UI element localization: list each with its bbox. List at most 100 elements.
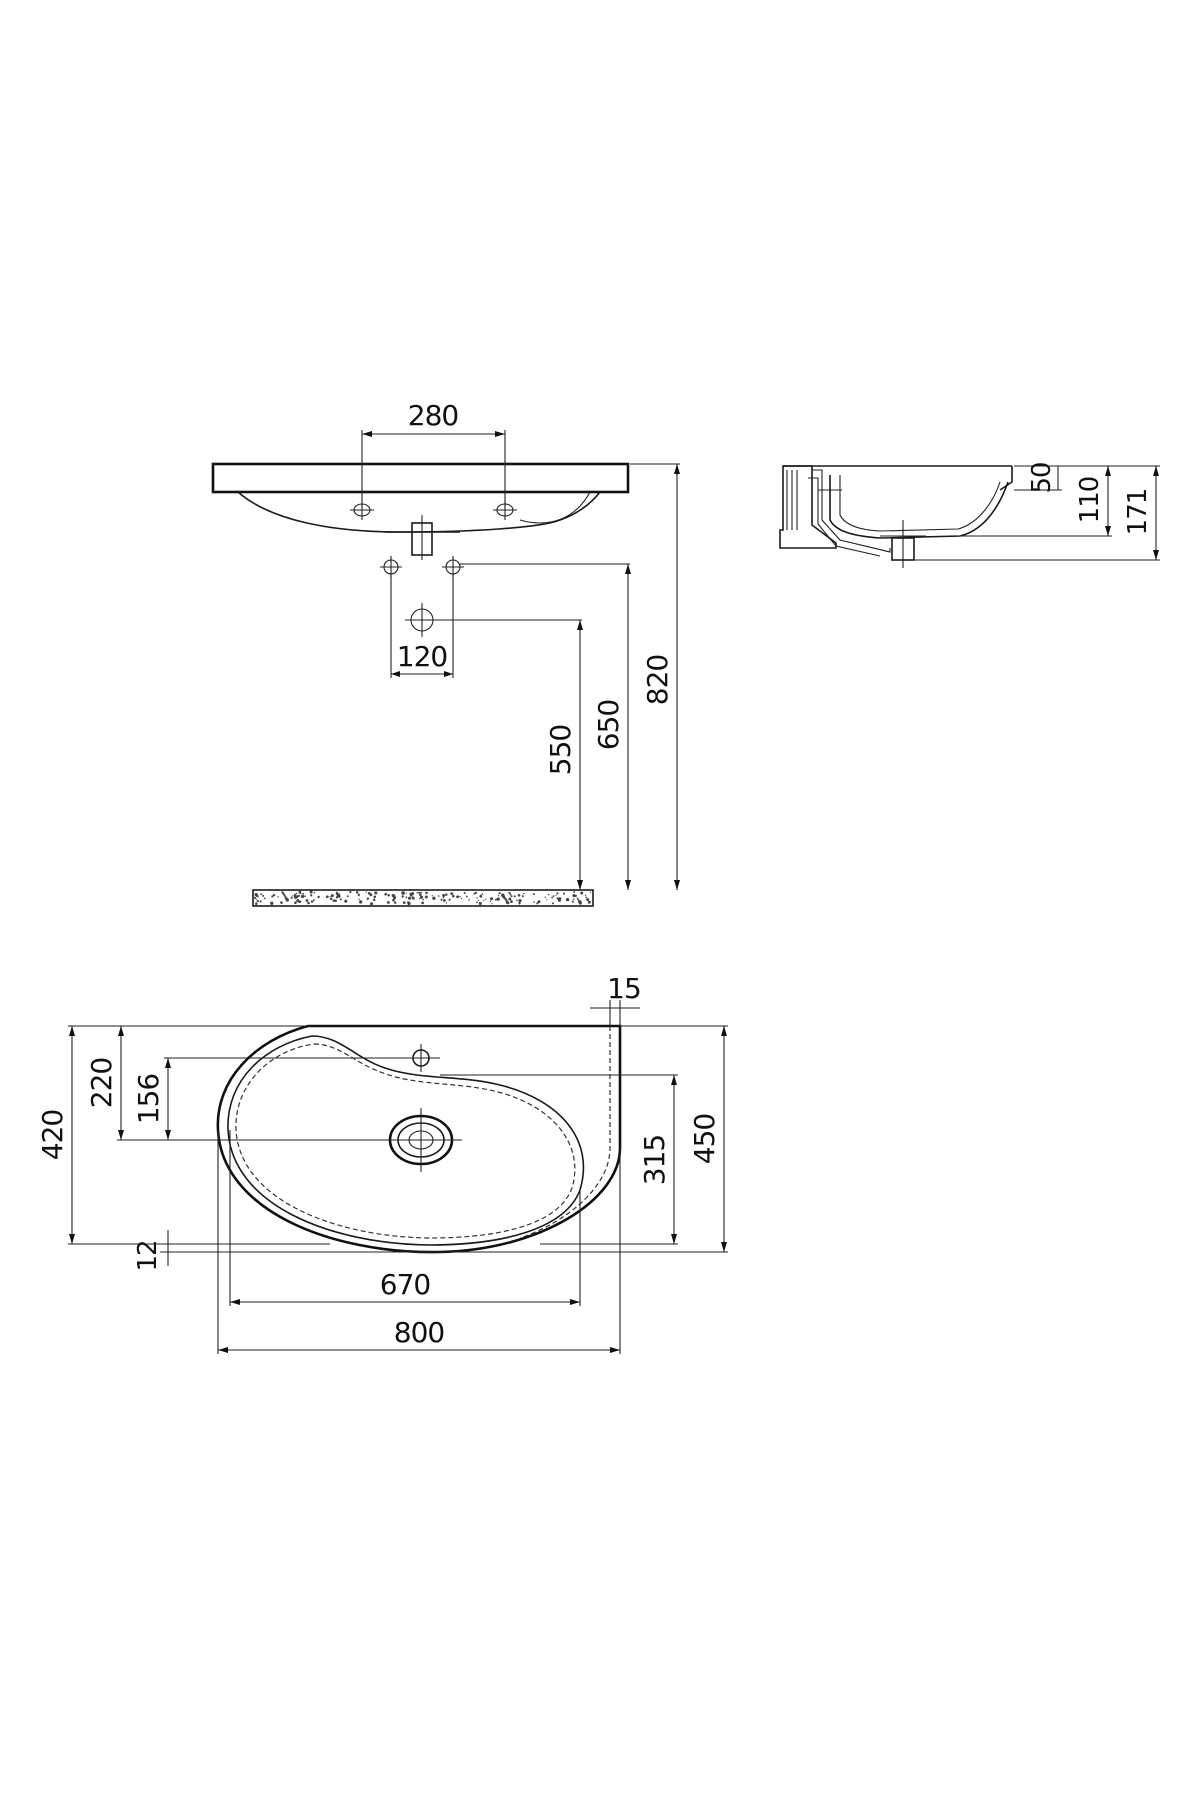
floor-speck xyxy=(271,895,274,898)
floor-speck xyxy=(516,899,518,902)
floor-speck xyxy=(313,892,316,894)
floor-speck xyxy=(304,895,306,898)
front-bowl-inner xyxy=(519,491,591,524)
floor-speck xyxy=(483,899,485,902)
floor-speck xyxy=(312,899,315,902)
floor-speck xyxy=(420,896,424,899)
floor-speck xyxy=(412,897,415,900)
floor-speck xyxy=(557,898,561,902)
dim-171-label: 171 xyxy=(1123,489,1153,536)
floor-speck xyxy=(479,894,483,898)
dim-550-label: 550 xyxy=(544,725,577,775)
floor-speck xyxy=(559,897,562,900)
floor-speck xyxy=(253,896,257,899)
floor-speck xyxy=(473,892,476,895)
floor-speck xyxy=(503,897,506,900)
floor-speck xyxy=(294,901,297,905)
dim-12-label: 12 xyxy=(133,1240,163,1271)
floor-speck xyxy=(335,893,338,895)
dim-450-label: 450 xyxy=(688,1114,721,1164)
floor-speck xyxy=(440,898,443,901)
floor-speck xyxy=(259,900,262,903)
floor-speck xyxy=(255,902,258,905)
floor-speck xyxy=(508,891,511,894)
dim-820: 820 xyxy=(630,463,680,890)
floor-speck xyxy=(374,891,378,895)
dim-450: 450 xyxy=(440,1025,728,1253)
floor-speck xyxy=(537,900,541,904)
floor-speck xyxy=(485,898,487,900)
floor-speck xyxy=(587,899,589,901)
floor-speck xyxy=(442,894,446,897)
floor-speck xyxy=(418,891,421,894)
floor-speck xyxy=(450,892,454,895)
floor-speck xyxy=(577,898,580,901)
floor-speck xyxy=(419,897,421,900)
floor-speck xyxy=(255,898,257,901)
floor-speck xyxy=(536,902,539,905)
floor-speck xyxy=(294,894,297,897)
floor-speck xyxy=(572,894,576,898)
side-overflow xyxy=(812,469,891,553)
floor-hatch xyxy=(252,889,594,907)
floor-speck xyxy=(296,899,300,903)
floor-speck xyxy=(478,899,480,902)
dim-670-label: 670 xyxy=(380,1268,430,1301)
floor-speck xyxy=(310,900,314,903)
floor-speck xyxy=(544,896,546,898)
floor-speck xyxy=(287,899,289,902)
floor-speck xyxy=(300,894,305,899)
floor-speck xyxy=(298,900,302,904)
floor-speck xyxy=(292,895,294,897)
floor-speck xyxy=(573,891,576,893)
floor-speck xyxy=(587,900,591,904)
floor-speck xyxy=(509,893,512,896)
floor-speck xyxy=(565,897,570,902)
floor-speck xyxy=(387,894,390,897)
floor-speck xyxy=(335,896,339,899)
floor-speck xyxy=(498,892,501,895)
fixing-point-left xyxy=(380,556,402,578)
floor-speck xyxy=(508,897,512,901)
floor-speck xyxy=(533,893,535,896)
floor-speck xyxy=(491,903,493,905)
floor-speck xyxy=(300,893,302,895)
floor-speck xyxy=(337,894,341,898)
floor-speck xyxy=(481,893,484,895)
floor-speck xyxy=(298,890,302,894)
floor-speck xyxy=(358,898,360,901)
floor-speck xyxy=(310,894,313,897)
floor-speck xyxy=(419,893,422,897)
dim-50-label: 50 xyxy=(1027,462,1057,493)
floor-speck xyxy=(355,891,359,894)
top-basin-outer xyxy=(216,1024,622,1254)
floor-speck xyxy=(584,894,587,896)
floor-speck xyxy=(456,895,460,899)
floor-speck xyxy=(489,900,492,902)
dim-280: 280 xyxy=(361,399,506,508)
side-rim-right xyxy=(999,466,1013,491)
floor-speck xyxy=(416,892,419,894)
floor-speck xyxy=(346,895,349,898)
floor-speck xyxy=(523,892,525,895)
fixing-point-right xyxy=(442,556,464,578)
floor-speck xyxy=(408,896,412,900)
front-bowl-outline xyxy=(237,491,601,533)
floor-speck xyxy=(521,895,524,898)
floor-speck xyxy=(272,893,276,897)
floor-speck xyxy=(325,895,329,899)
floor-speck xyxy=(405,896,408,899)
floor-speck xyxy=(551,902,555,905)
floor-speck xyxy=(452,894,455,898)
floor-speck xyxy=(425,891,428,895)
top-view: 15 420 220 156 xyxy=(36,972,728,1354)
side-bowl-inner xyxy=(839,475,1001,532)
floor-speck xyxy=(357,893,360,897)
floor-speck xyxy=(330,894,333,897)
dim-650: 650 xyxy=(460,563,631,890)
dim-120: 120 xyxy=(390,575,454,678)
floor-speck xyxy=(339,898,342,901)
dim-650-label: 650 xyxy=(592,700,625,750)
floor-speck xyxy=(421,901,424,905)
